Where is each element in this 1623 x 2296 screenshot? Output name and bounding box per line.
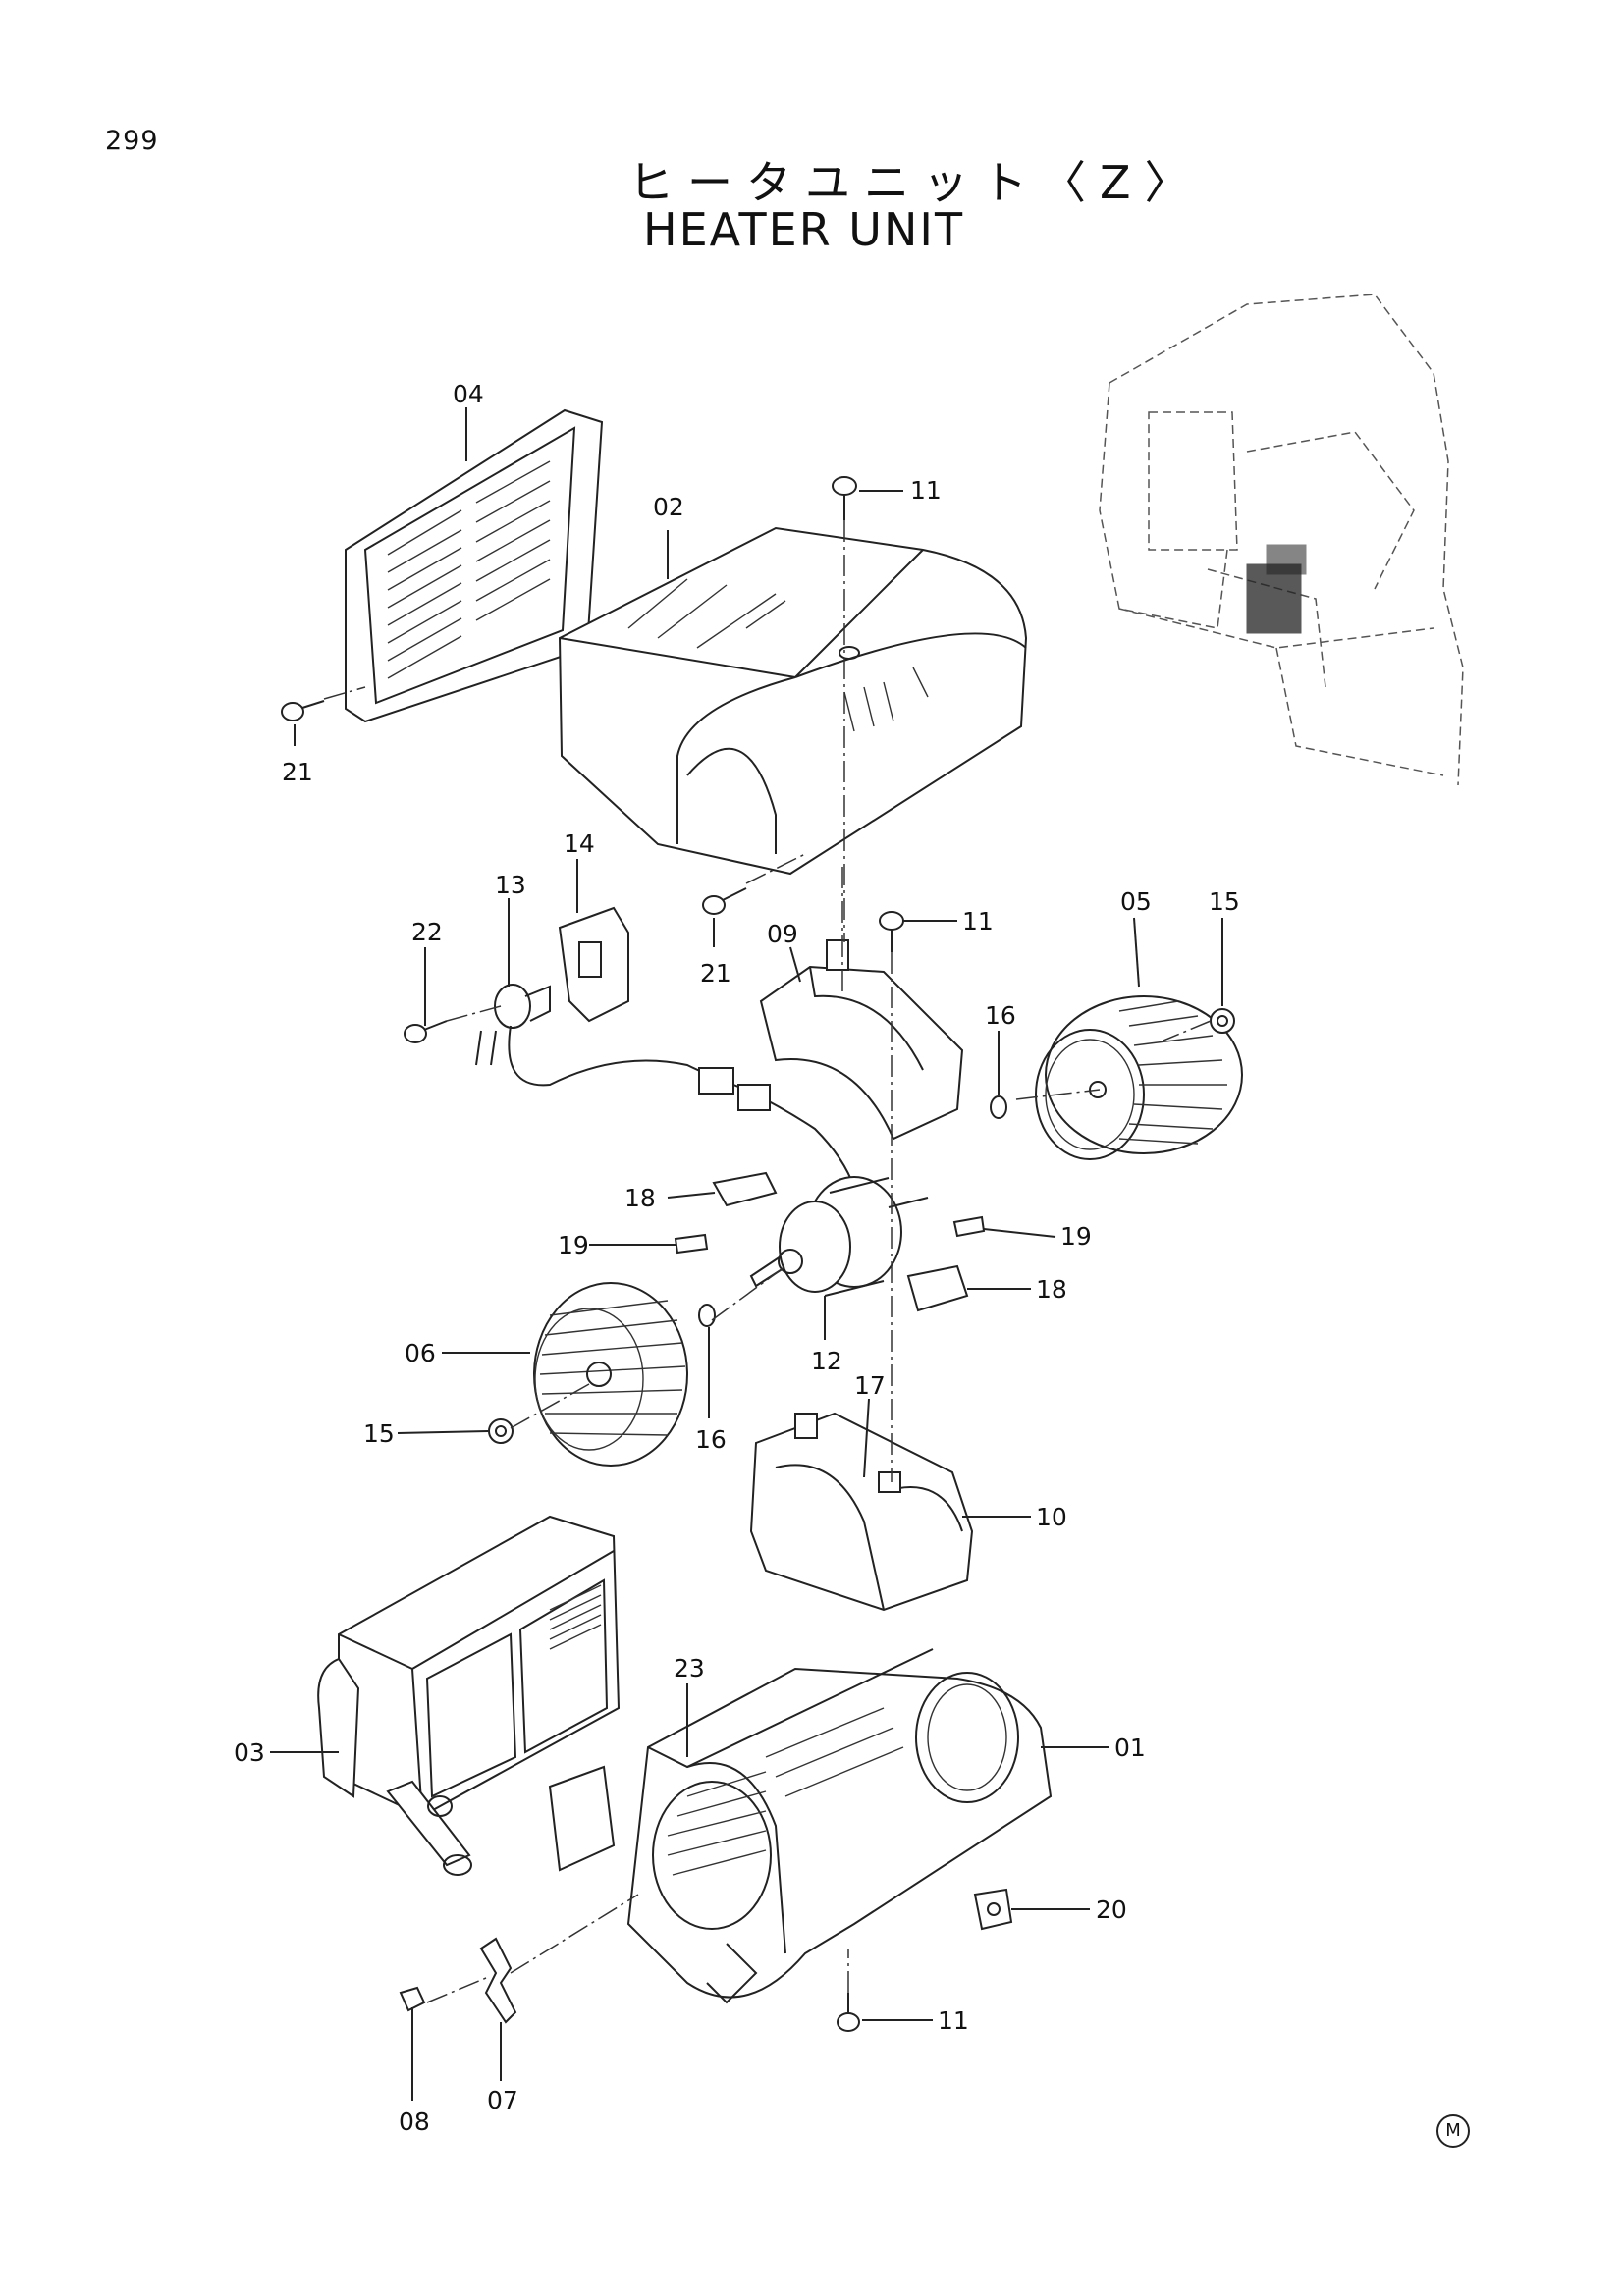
callout-08: 08 — [399, 2108, 430, 2136]
callout-21-left: 21 — [282, 758, 313, 786]
part-09-upper-housing — [759, 939, 964, 1141]
title-japanese: ヒータユニット〈Z〉 — [628, 156, 1204, 209]
callout-23: 23 — [674, 1654, 705, 1682]
callout-05: 05 — [1120, 887, 1152, 916]
callout-02: 02 — [653, 493, 684, 521]
wire-harness — [508, 1025, 855, 1189]
callout-18-right: 18 — [1036, 1275, 1067, 1304]
callout-20: 20 — [1096, 1896, 1127, 1924]
callout-15-top: 15 — [1209, 887, 1240, 916]
callout-14: 14 — [564, 829, 595, 858]
callout-18-left: 18 — [624, 1184, 656, 1212]
callout-09: 09 — [767, 920, 798, 948]
part-16-washer — [990, 1095, 1007, 1119]
part-06-blower-fan — [533, 1282, 688, 1467]
part-18-damper-lower — [906, 1264, 969, 1312]
part-01-base-housing — [548, 1648, 1053, 2004]
callout-21-mid: 21 — [700, 959, 731, 988]
part-13-resistor — [475, 984, 551, 1066]
part-16-washer-lower — [698, 1304, 716, 1327]
leader-lines — [270, 407, 1223, 2101]
callout-13: 13 — [495, 871, 526, 899]
screw-21-left — [281, 700, 325, 721]
excavator-cab-outline — [1099, 294, 1464, 786]
part-04-filter-grille — [345, 408, 604, 723]
callout-19-left: 19 — [558, 1231, 589, 1259]
callout-10: 10 — [1036, 1503, 1067, 1531]
callout-07: 07 — [487, 2086, 518, 2114]
screw-21-mid — [702, 887, 747, 915]
callout-03: 03 — [234, 1738, 265, 1767]
part-07-clip — [479, 1937, 517, 2024]
screw-22 — [404, 1020, 448, 1043]
callout-12: 12 — [811, 1347, 842, 1375]
callout-labels: 04 02 11 21 14 13 22 21 09 11 05 15 16 1… — [234, 380, 1240, 2136]
page-number: 299 — [105, 126, 159, 156]
callout-16-bottom: 16 — [695, 1425, 727, 1454]
callout-11-bottom: 11 — [938, 2006, 969, 2035]
callout-22: 22 — [411, 918, 443, 946]
part-08-bolt — [399, 1986, 426, 2042]
callout-16-top: 16 — [985, 1001, 1016, 1030]
screw-11-mid — [879, 911, 904, 952]
callout-15-bottom: 15 — [363, 1419, 395, 1448]
part-10-lower-housing — [749, 1412, 974, 1612]
manufacturer-mark: M — [1436, 2114, 1470, 2148]
callout-06: 06 — [405, 1339, 436, 1367]
part-14-bracket — [558, 906, 629, 1023]
part-03-heater-core — [317, 1515, 621, 1876]
callout-19-right: 19 — [1060, 1222, 1092, 1251]
part-15-nut-lower — [488, 1418, 514, 1444]
callout-17: 17 — [854, 1371, 886, 1400]
part-19-pad-left — [674, 1233, 709, 1255]
part-15-nut — [1210, 1008, 1235, 1034]
part-19-pad-right — [952, 1215, 986, 1238]
part-18-damper-upper — [712, 1171, 778, 1207]
part-05-blower-fan — [1035, 995, 1243, 1160]
part-12-motor — [749, 1176, 929, 1297]
assembly-center-lines — [323, 520, 1212, 2003]
callout-11-top: 11 — [910, 476, 942, 505]
callout-01: 01 — [1114, 1734, 1146, 1762]
callout-04: 04 — [453, 380, 484, 408]
title-english: HEATER UNIT — [643, 203, 965, 256]
screw-11-bottom — [837, 1993, 860, 2032]
part-20-grommet — [973, 1888, 1013, 1931]
screw-11-top — [832, 476, 857, 520]
callout-11-mid: 11 — [962, 907, 994, 935]
part-02-upper-cover — [558, 526, 1028, 876]
